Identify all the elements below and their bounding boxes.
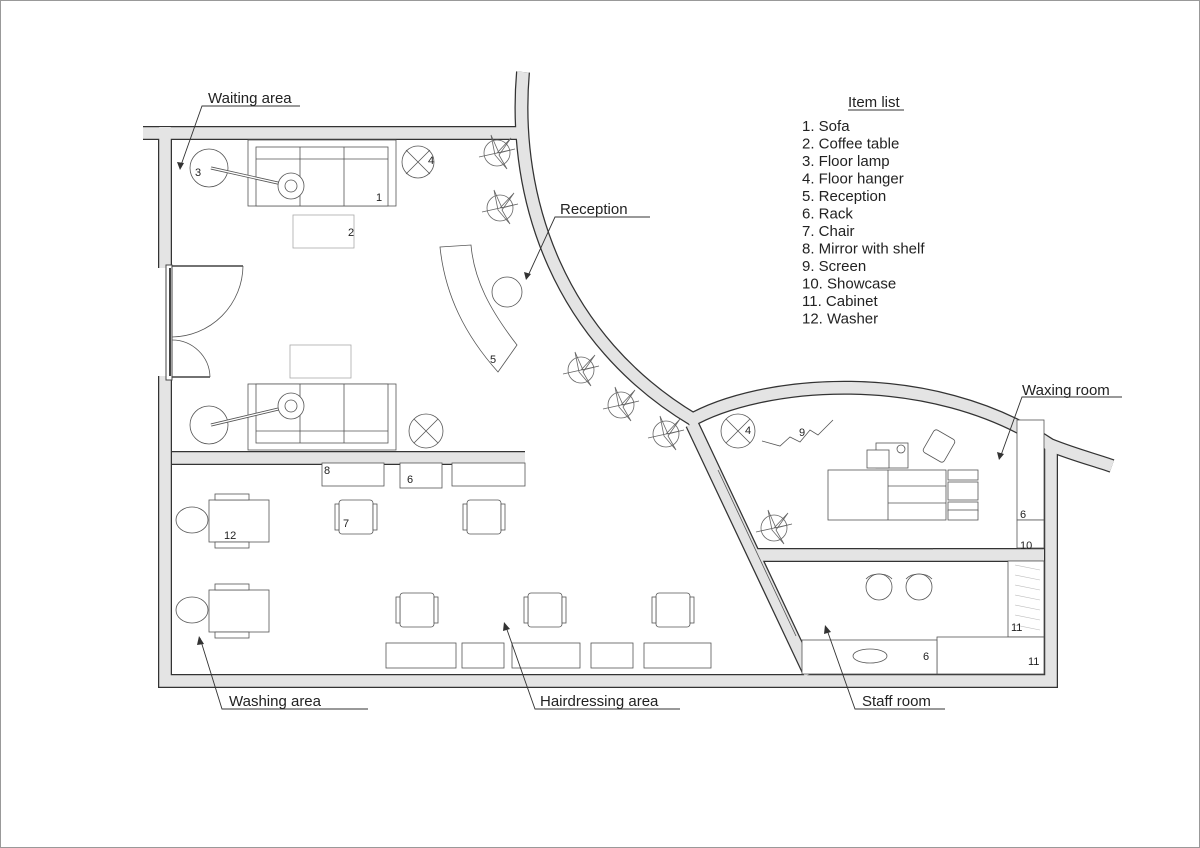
- floor-hanger-bottom: [408, 413, 444, 449]
- label-reception: Reception: [560, 201, 628, 218]
- num-rack-waxing: 6: [1020, 509, 1026, 521]
- item-list-entry: 11. Cabinet: [802, 293, 878, 310]
- coffee-table-bottom: [289, 344, 352, 379]
- num-washer: 12: [224, 530, 236, 542]
- washers: [175, 493, 270, 639]
- num-showcase: 10: [1020, 540, 1032, 552]
- label-waxing-room: Waxing room: [1022, 382, 1110, 399]
- coffee-table-top: [292, 214, 355, 249]
- num-floor-lamp: 3: [195, 167, 201, 179]
- item-list-entry: 10. Showcase: [802, 276, 896, 293]
- item-list-entry: 2. Coffee table: [802, 136, 899, 153]
- sofa-bottom: [247, 383, 397, 451]
- num-floor-hanger-waxing: 4: [745, 425, 751, 437]
- item-list: Item list 1. Sofa 2. Coffee table 3. Flo…: [802, 94, 925, 328]
- item-list-title: Item list: [848, 94, 901, 111]
- num-reception: 5: [490, 354, 496, 366]
- plants: [478, 134, 793, 545]
- num-floor-hanger: 4: [428, 155, 434, 167]
- item-list-entry: 1. Sofa: [802, 118, 850, 135]
- waxing-furniture: [720, 413, 1045, 550]
- num-sofa: 1: [376, 192, 382, 204]
- num-cabinet-tall: 11: [1011, 622, 1022, 634]
- item-list-entry: 9. Screen: [802, 258, 866, 275]
- num-rack-staff: 6: [923, 651, 929, 663]
- label-washing-area: Washing area: [229, 693, 322, 710]
- item-list-entry: 12. Washer: [802, 311, 878, 328]
- item-numbers: 1 2 3 4 5 6 7 8 9 4 6 10 11 11 6 12: [195, 155, 1039, 668]
- item-list-entry: 5. Reception: [802, 188, 886, 205]
- num-screen: 9: [799, 427, 805, 439]
- walls: [143, 71, 1115, 688]
- chairs: [334, 499, 695, 628]
- item-list-entry: 6. Rack: [802, 206, 853, 223]
- staff-furniture: [801, 560, 1045, 675]
- item-list-entry: 8. Mirror with shelf: [802, 241, 925, 258]
- floor-lamp-bottom: [189, 392, 305, 445]
- label-waiting-area: Waiting area: [208, 90, 292, 107]
- label-staff-room: Staff room: [862, 693, 931, 710]
- num-rack: 6: [407, 474, 413, 486]
- entrance-door[interactable]: [165, 264, 244, 381]
- floor-lamp-top: [189, 148, 305, 200]
- item-list-entry: 3. Floor lamp: [802, 153, 890, 170]
- num-cabinet-low: 11: [1028, 656, 1039, 668]
- num-coffee-table: 2: [348, 227, 354, 239]
- mirror-shelf-units: [321, 462, 712, 669]
- reception-desk[interactable]: [439, 244, 523, 373]
- floor-hanger-top: [401, 145, 435, 179]
- zone-labels: Waiting area Reception Waxing room Washi…: [177, 90, 1122, 710]
- sofa-top: [247, 139, 397, 207]
- label-hairdressing-area: Hairdressing area: [540, 693, 659, 710]
- num-chair: 7: [343, 518, 349, 530]
- item-list-entry: 7. Chair: [802, 223, 855, 240]
- num-mirror: 8: [324, 465, 330, 477]
- item-list-entry: 4. Floor hanger: [802, 171, 904, 188]
